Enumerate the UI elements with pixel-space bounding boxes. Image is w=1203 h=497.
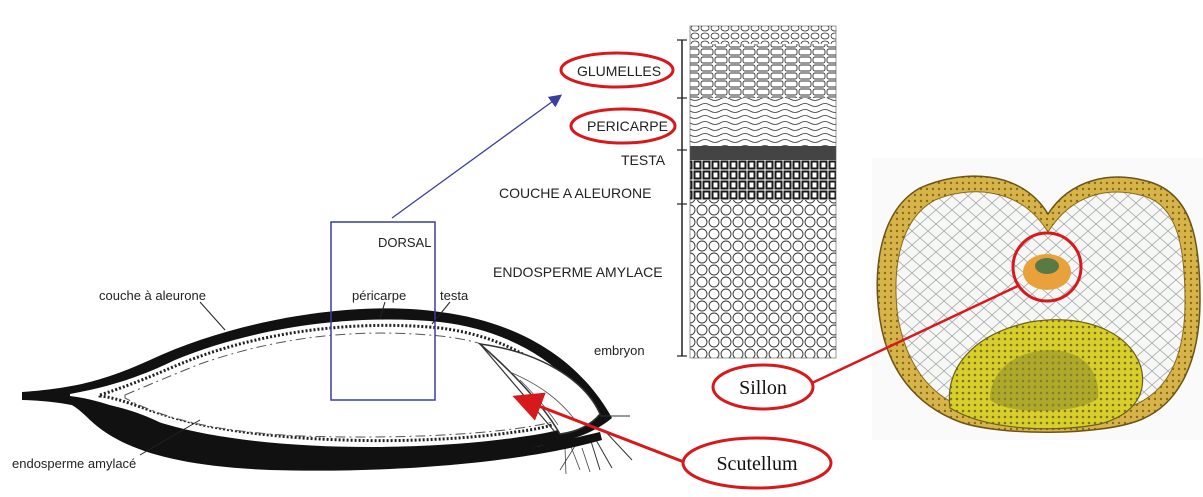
label-testa-caps: TESTA bbox=[621, 152, 666, 168]
layer-endosperme bbox=[690, 200, 836, 358]
tissue-layers-section: GLUMELLES PERICARPE TESTA COUCHE A ALEUR… bbox=[493, 26, 836, 358]
label-scutellum: Scutellum bbox=[716, 453, 798, 475]
layer-testa bbox=[690, 146, 836, 160]
layer-glumelles bbox=[690, 44, 836, 98]
label-testa: testa bbox=[440, 288, 469, 303]
cross-groove-core bbox=[1035, 258, 1059, 274]
label-couche-aleurone-caps: COUCHE A ALEURONE bbox=[499, 185, 652, 201]
label-pericarpe-caps: PERICARPE bbox=[587, 118, 668, 134]
label-endosperme-amylace: endosperme amylacé bbox=[12, 456, 136, 471]
label-embryon: embryon bbox=[594, 343, 645, 358]
cross-section bbox=[872, 158, 1203, 440]
label-pericarpe: péricarpe bbox=[352, 288, 406, 303]
longitudinal-grain-section: couche à aleurone péricarpe testa DORSAL… bbox=[12, 96, 632, 474]
label-sillon: Sillon bbox=[739, 377, 787, 399]
label-glumelles: GLUMELLES bbox=[577, 63, 661, 79]
label-couche-aleurone: couche à aleurone bbox=[99, 288, 206, 303]
layer-pericarpe bbox=[690, 98, 836, 146]
layer-glumelles-top bbox=[690, 26, 836, 44]
label-endosperme-caps: ENDOSPERME AMYLACE bbox=[493, 264, 663, 280]
leader-aleurone bbox=[200, 302, 225, 330]
label-dorsal: DORSAL bbox=[378, 235, 431, 250]
layer-aleurone bbox=[690, 160, 836, 200]
